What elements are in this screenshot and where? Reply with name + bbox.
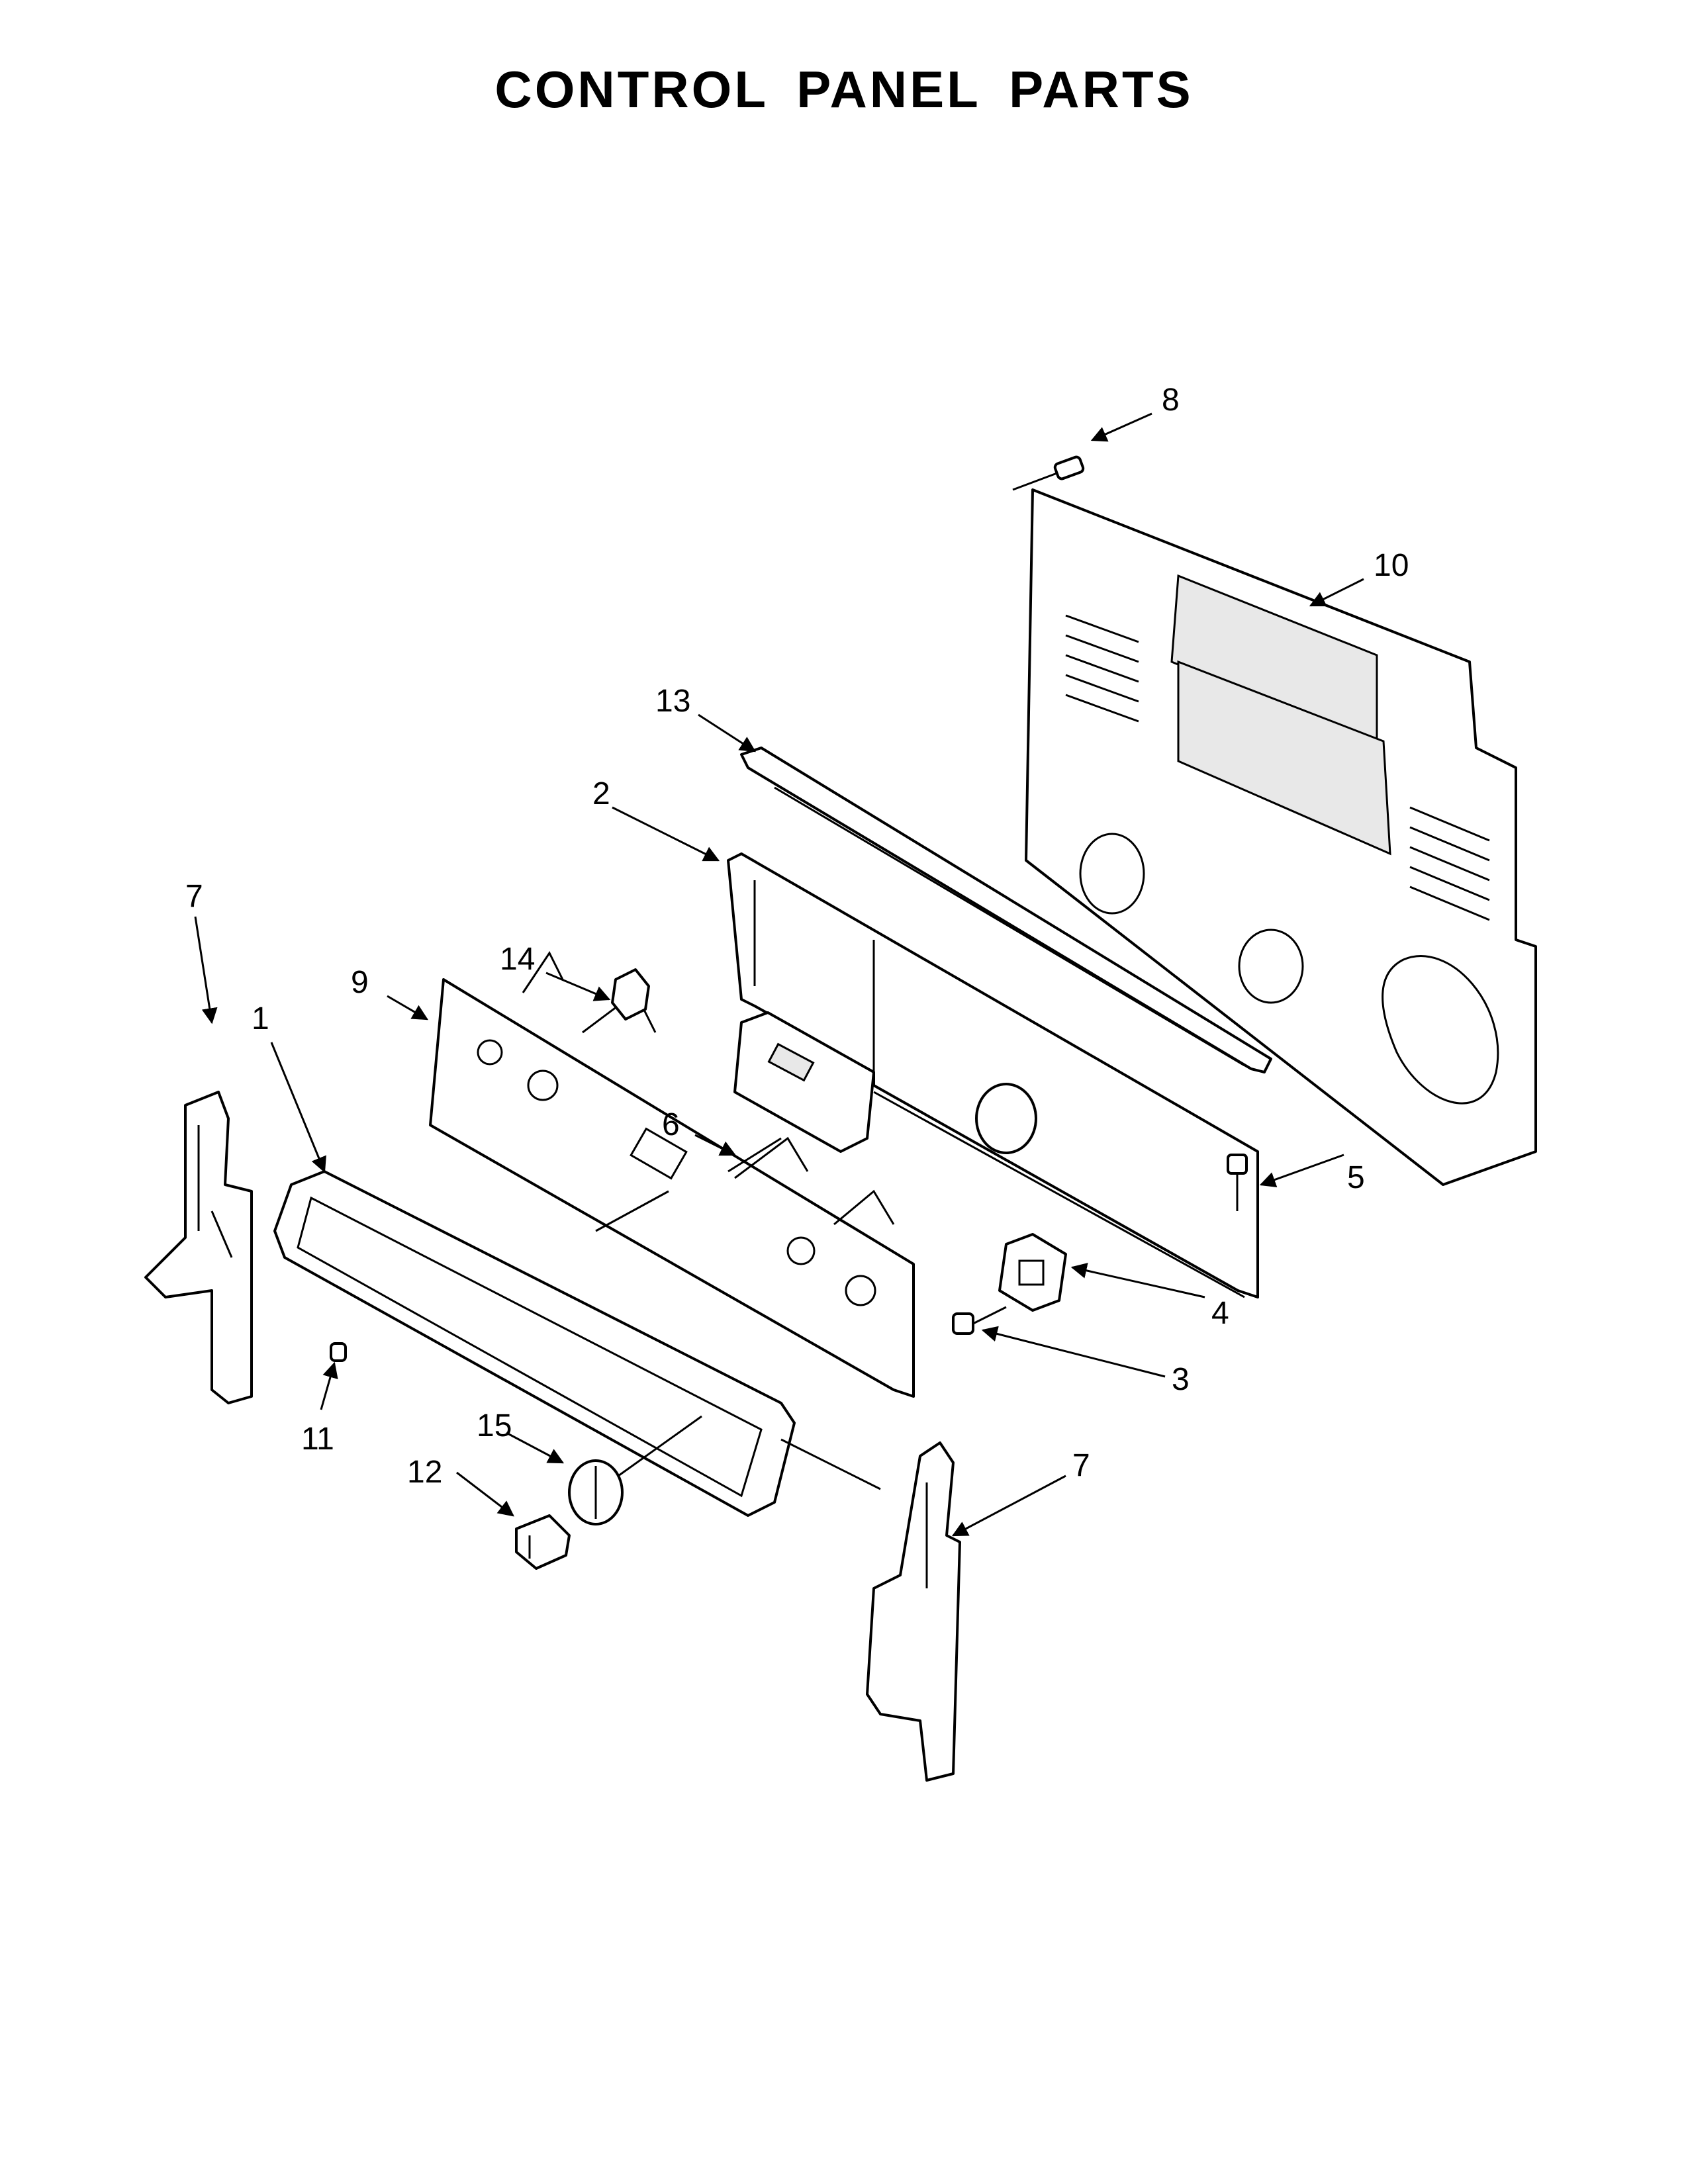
callout-9: 9	[351, 965, 369, 1000]
panel-base-part-2	[727, 852, 1259, 1298]
leader-7-left	[194, 916, 218, 1024]
leader-3	[981, 1326, 1166, 1378]
rear-panel-part-10	[1025, 488, 1537, 1186]
callout-11: 11	[301, 1422, 334, 1457]
callout-7-right: 7	[1072, 1448, 1090, 1483]
leader-7-right	[951, 1475, 1066, 1537]
vent-slots-left	[1065, 614, 1139, 723]
panel-hole-middle	[1238, 929, 1304, 1004]
panel-base-hole	[975, 1083, 1037, 1154]
callout-1: 1	[252, 1001, 269, 1036]
panel-hole-left	[1079, 833, 1145, 915]
leader-1	[270, 1042, 326, 1173]
pin-part-11	[330, 1342, 347, 1362]
leader-9	[387, 995, 429, 1021]
screw-part-8	[1012, 455, 1085, 491]
knob-part-12	[515, 1514, 571, 1570]
callout-8: 8	[1162, 383, 1180, 418]
callout-15: 15	[477, 1408, 512, 1443]
leader-13	[698, 713, 757, 752]
callout-6: 6	[662, 1107, 680, 1142]
screw-part-3	[952, 1306, 1007, 1335]
screw-part-5	[1227, 1154, 1248, 1211]
console-frame-part-1	[273, 1170, 796, 1517]
clip-part-14	[611, 968, 650, 1021]
knob-insert-part-15	[568, 1459, 624, 1525]
vent-slots-right	[1409, 806, 1490, 921]
callout-labels: 8 10 13 2 7 1 9 14 6 5 4 3 11 15 12 7	[185, 383, 1409, 1490]
leader-5	[1259, 1154, 1344, 1187]
callout-4: 4	[1211, 1296, 1229, 1331]
leader-15	[506, 1432, 565, 1464]
end-cap-left-part-7	[144, 1091, 253, 1404]
panel-hole-right	[1382, 955, 1499, 1105]
callout-13: 13	[655, 684, 690, 719]
leader-8	[1090, 412, 1152, 442]
end-cap-right-part-7	[780, 1438, 961, 1782]
control-board-part-6	[727, 1011, 875, 1173]
leader-12	[456, 1471, 514, 1517]
leader-11	[320, 1361, 338, 1410]
leader-14	[545, 972, 611, 1001]
callout-7-left: 7	[185, 879, 203, 914]
callout-12: 12	[407, 1455, 442, 1490]
callout-2: 2	[592, 776, 610, 811]
leader-4	[1070, 1263, 1205, 1298]
leader-6	[694, 1134, 737, 1156]
callout-14: 14	[500, 942, 535, 977]
callout-5: 5	[1347, 1160, 1365, 1195]
leader-10	[1309, 578, 1364, 607]
overlay-panel-part-9	[429, 951, 915, 1398]
switch-part-4	[998, 1233, 1067, 1312]
leader-lines	[194, 412, 1364, 1537]
callout-10: 10	[1374, 548, 1409, 583]
callout-3: 3	[1172, 1362, 1190, 1397]
bracket-part-13	[740, 747, 1272, 1073]
leader-2	[612, 806, 720, 862]
page-title: CONTROL PANEL PARTS	[494, 60, 1194, 118]
